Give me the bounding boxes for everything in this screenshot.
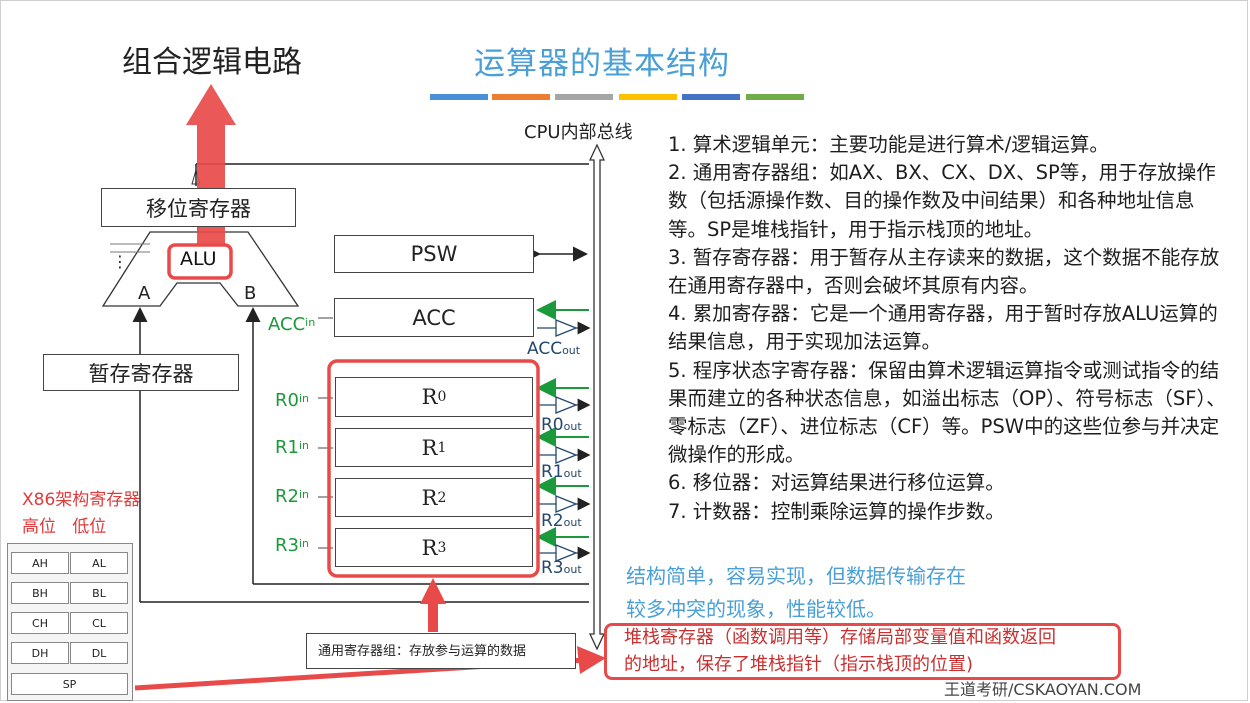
stack-note-line: 堆栈寄存器（函数调用等）存储局部变量值和函数返回 xyxy=(624,627,1056,648)
description-item: 4. 累加寄存器：它是一个通用寄存器，用于暂时存放ALU运算的结果信息，用于实现… xyxy=(668,302,1218,354)
r2-in-label: R2in xyxy=(275,486,309,507)
gpr-callout-text: 通用寄存器组：存放参与运算的数据 xyxy=(318,644,527,659)
r0-out-text: R0 xyxy=(541,415,564,435)
x86-title: X86架构寄存器 xyxy=(22,490,141,510)
r0-in-sub: in xyxy=(298,392,309,405)
stack-note-box xyxy=(604,623,1121,680)
alu-label: ALU xyxy=(180,248,217,270)
x86-cell: CH xyxy=(11,612,69,634)
r1-in-sub: in xyxy=(298,439,309,452)
description-item: 3. 暂存寄存器：用于暂存从主存读来的数据，这个数据不能存放在通用寄存器中，否则… xyxy=(668,245,1220,298)
r3-in-sub: in xyxy=(298,537,309,550)
footer-brand: 王道考研/CSKAOYAN.COM xyxy=(944,680,1142,699)
x86-cell: AH xyxy=(11,552,69,574)
r1-in-label: R1in xyxy=(275,437,309,458)
alu-input-b: B xyxy=(244,283,257,304)
r3-in-text: R3 xyxy=(275,535,299,556)
r1-out-text: R1 xyxy=(541,462,564,482)
cpu-bus xyxy=(588,143,606,651)
r2-out-sub: out xyxy=(563,516,582,529)
temp-register: 暂存寄存器 xyxy=(43,354,239,391)
r3-out-sub: out xyxy=(563,563,582,576)
ellipsis-icon: ⋮ xyxy=(112,252,128,271)
acc-out-sub: out xyxy=(562,344,581,357)
register-r1-sub: 1 xyxy=(437,439,447,456)
r1-out-sub: out xyxy=(563,467,582,480)
x86-annotation: X86架构寄存器 高位 低位 xyxy=(22,487,140,541)
gpr-up-arrow xyxy=(420,578,446,632)
register-r1-label: R xyxy=(421,435,438,460)
summary-line: 较多冲突的现象，性能较低。 xyxy=(626,597,886,621)
summary-line: 结构简单，容易实现，但数据传输存在 xyxy=(626,564,966,588)
r2-out-text: R2 xyxy=(541,511,564,531)
acc-out-text: ACC xyxy=(527,339,563,359)
r0-in-text: R0 xyxy=(275,390,299,411)
alu-shape xyxy=(101,231,300,307)
description-item: 5. 程序状态字寄存器：保留由算术逻辑运算指令或测试指令的结果而建立的各种状态信… xyxy=(668,358,1226,467)
register-group-highlight xyxy=(327,359,540,578)
alu-input-a: A xyxy=(138,283,151,304)
title-underline-segment xyxy=(619,94,677,100)
register-r2-sub: 2 xyxy=(437,489,447,506)
register-r2-label: R xyxy=(421,485,438,510)
r2-out-label: R2out xyxy=(541,511,582,531)
x86-cell: BH xyxy=(11,582,69,604)
bus-label: CPU内部总线 xyxy=(524,122,633,143)
stack-note-text: 堆栈寄存器（函数调用等）存储局部变量值和函数返回 的地址，保存了堆栈指针（指示栈… xyxy=(624,624,1056,678)
r3-in-label: R3in xyxy=(275,535,309,556)
title-underline-segment xyxy=(430,94,488,100)
r0-in-label: R0in xyxy=(275,390,309,411)
description-item: 2. 通用寄存器组：如AX、BX、CX、DX、SP等，用于存放操作数（包括源操作… xyxy=(668,161,1216,241)
title-underline-segment xyxy=(746,94,804,100)
description-item: 1. 算术逻辑单元：主要功能是进行算术/逻辑运算。 xyxy=(668,133,1109,156)
shifter-register: 移位寄存器 xyxy=(101,188,296,227)
slide-title: 运算器的基本结构 xyxy=(474,46,730,82)
r2-in-text: R2 xyxy=(275,486,299,507)
x86-cell: DL xyxy=(70,642,128,664)
acc-in-text: ACC xyxy=(268,314,306,335)
description-item: 6. 移位器：对运算结果进行移位运算。 xyxy=(668,471,1005,495)
psw-register: PSW xyxy=(334,235,534,273)
r2-in-sub: in xyxy=(298,488,309,501)
r3-out-text: R3 xyxy=(541,558,564,578)
acc-in-sub: in xyxy=(305,316,316,329)
title-underline-segment xyxy=(555,94,613,100)
acc-out-label: ACCout xyxy=(527,339,580,359)
register-r0-sub: 0 xyxy=(437,389,447,405)
stack-note-line: 的地址，保存了堆栈指针（指示栈顶的位置) xyxy=(624,654,974,675)
acc-register: ACC xyxy=(334,298,534,337)
combinational-logic-label: 组合逻辑电路 xyxy=(122,45,302,80)
x86-cell: AL xyxy=(70,552,128,574)
acc-in-label: ACCin xyxy=(268,314,315,335)
r0-out-sub: out xyxy=(563,420,582,433)
x86-cell-sp: SP xyxy=(11,673,128,695)
x86-register-table: AH AL BH BL CH CL DH DL SP xyxy=(7,543,133,701)
register-r3-sub: 3 xyxy=(437,539,447,556)
register-r0-label: R xyxy=(421,385,438,409)
description-item: 7. 计数器：控制乘除运算的操作步数。 xyxy=(668,499,1005,523)
output-buffers xyxy=(537,319,591,562)
r1-out-label: R1out xyxy=(541,462,582,482)
x86-columns: 高位 低位 xyxy=(22,517,107,537)
r0-out-label: R0out xyxy=(541,415,582,435)
x86-cell: DH xyxy=(11,642,69,664)
gpr-callout-box xyxy=(306,633,576,669)
register-r3-label: R xyxy=(421,535,438,560)
description-list: 1. 算术逻辑单元：主要功能是进行算术/逻辑运算。 2. 通用寄存器组：如AX、… xyxy=(668,131,1228,526)
title-underline-segment xyxy=(492,94,550,100)
x86-cell: BL xyxy=(70,582,128,604)
sp-arrow-head xyxy=(577,646,606,674)
title-underline-segment xyxy=(682,94,740,100)
x86-cell: CL xyxy=(70,612,128,634)
r3-out-label: R3out xyxy=(541,558,582,578)
summary-text: 结构简单，容易实现，但数据传输存在 较多冲突的现象，性能较低。 xyxy=(626,560,966,626)
r1-in-text: R1 xyxy=(275,437,299,458)
